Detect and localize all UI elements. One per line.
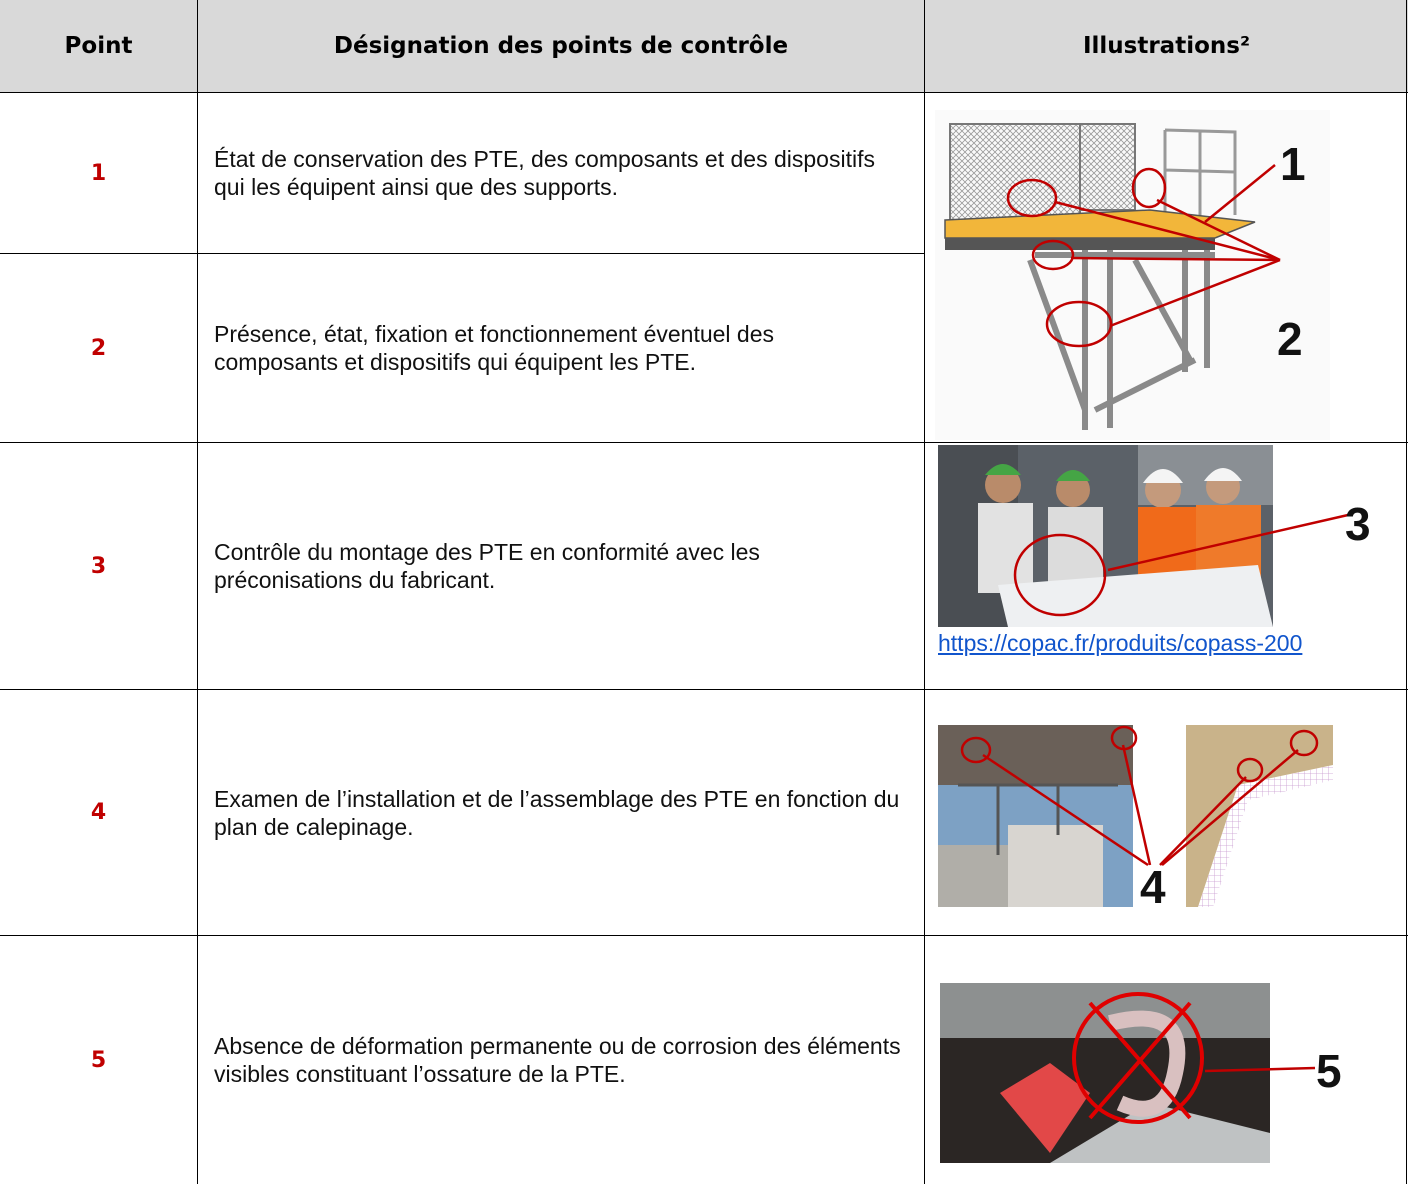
column-divider — [924, 0, 925, 1184]
row-divider — [0, 442, 1408, 443]
workers-illustration: 3 — [938, 445, 1392, 627]
point-number: 5 — [90, 1047, 107, 1073]
point-description: Présence, état, fixation et fonctionneme… — [214, 321, 775, 375]
platform-illustration: 1 2 — [935, 110, 1330, 440]
row-divider — [0, 92, 1408, 93]
point-description: État de conservation des PTE, des compos… — [214, 146, 875, 200]
label-1: 1 — [1280, 138, 1306, 190]
point-description: Contrôle du montage des PTE en conformit… — [214, 539, 760, 593]
label-5: 5 — [1316, 1045, 1342, 1097]
corrosion-illustration: 5 — [940, 983, 1370, 1163]
label-3: 3 — [1345, 498, 1371, 550]
row-divider — [0, 935, 1408, 936]
row-divider — [0, 253, 925, 254]
header-designation: Désignation des points de contrôle — [198, 0, 924, 92]
header-point: Point — [0, 0, 197, 92]
point-number: 1 — [90, 160, 107, 186]
point-number: 2 — [90, 335, 107, 361]
column-divider — [1406, 0, 1407, 1184]
row-divider — [0, 689, 1408, 690]
point-number: 3 — [90, 553, 107, 579]
label-4: 4 — [1140, 861, 1166, 907]
point-number: 4 — [90, 800, 107, 825]
point-description: Examen de l’installation et de l’assembl… — [214, 785, 900, 840]
label-2: 2 — [1277, 313, 1303, 365]
copac-link[interactable]: https://copac.fr/produits/copass-200 — [938, 630, 1303, 656]
column-divider — [197, 0, 198, 1184]
header-illustrations: Illustrations² — [925, 0, 1408, 92]
installation-illustration: 4 — [938, 725, 1366, 907]
point-description: Absence de déformation permanente ou de … — [214, 1033, 901, 1087]
